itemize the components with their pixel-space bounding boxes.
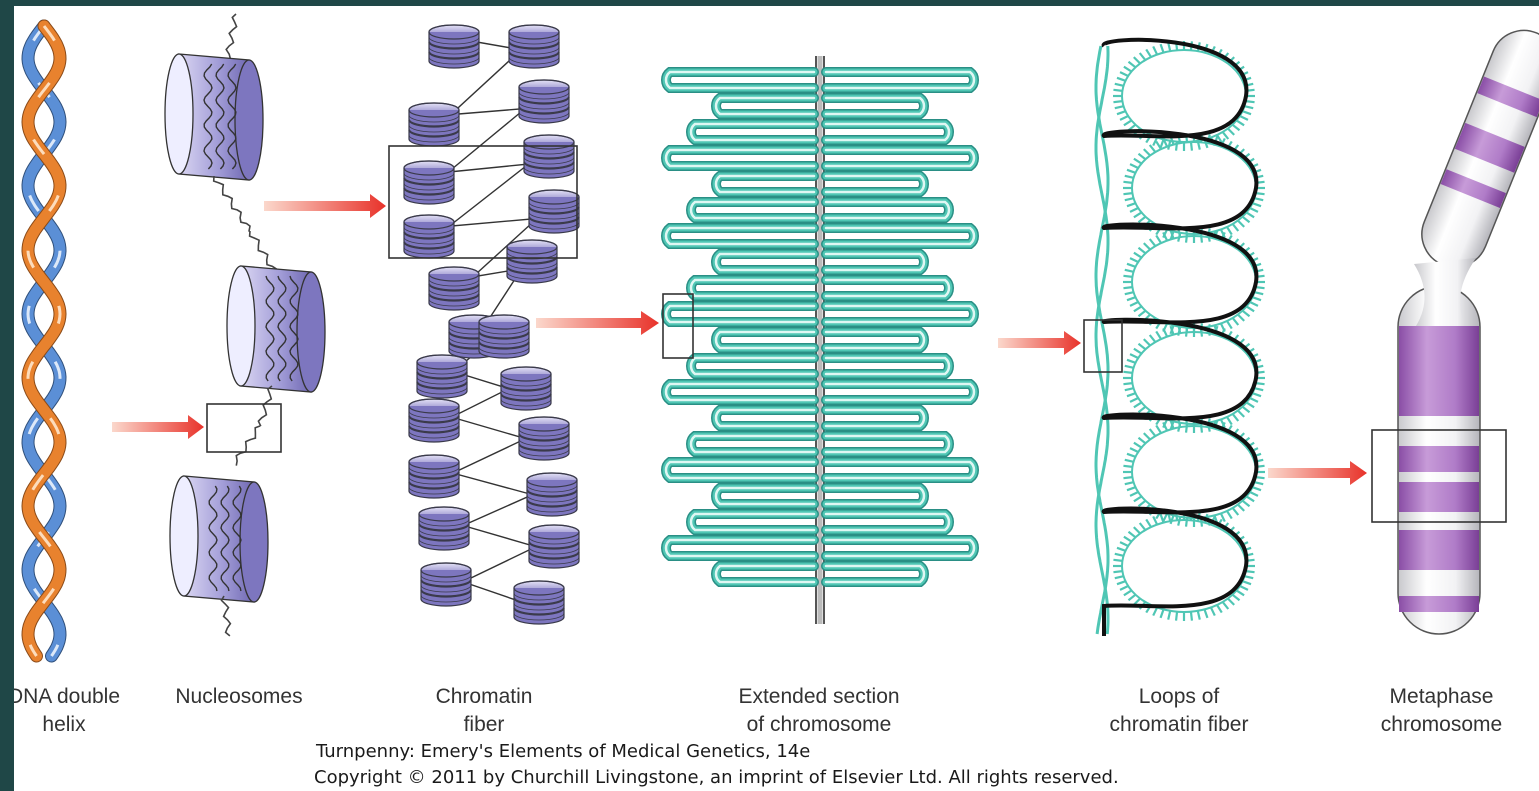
copyright-line: Copyright © 2011 by Churchill Livingston…	[314, 765, 1119, 791]
zoom-box-nucleosome-linker	[207, 404, 281, 452]
label-line: chromatin fiber	[1084, 711, 1274, 739]
label-line: helix	[14, 711, 122, 739]
label-line: fiber	[414, 711, 554, 739]
label-line: of chromosome	[719, 711, 919, 739]
arrow-icon	[1268, 461, 1367, 485]
label-line: Nucleosomes	[144, 683, 334, 711]
arrow-icon	[112, 415, 204, 439]
source-credit: Turnpenny: Emery's Elements of Medical G…	[316, 739, 1119, 791]
figure-panel: DNA double helix Nucleosomes Chromatin f…	[14, 6, 1539, 791]
chromosome-structure-diagram	[14, 6, 1539, 791]
label-line: DNA double	[14, 683, 122, 711]
arrow-icon	[536, 311, 659, 335]
metaphase-chromosome-illustration	[1398, 20, 1539, 634]
label-nucleosomes: Nucleosomes	[144, 683, 334, 711]
extended-chromosome-illustration	[666, 56, 974, 624]
label-dna-double-helix: DNA double helix	[14, 683, 122, 739]
label-line: chromosome	[1354, 711, 1529, 739]
dna-double-helix	[28, 26, 60, 656]
label-loops-of-chromatin-fiber: Loops of chromatin fiber	[1084, 683, 1274, 739]
arrow-icon	[264, 194, 386, 218]
label-line: Loops of	[1084, 683, 1274, 711]
label-line: Extended section	[719, 683, 919, 711]
label-extended-section: Extended section of chromosome	[719, 683, 919, 739]
label-metaphase-chromosome: Metaphase chromosome	[1354, 683, 1529, 739]
credit-line: Turnpenny: Emery's Elements of Medical G…	[316, 739, 1119, 765]
arrow-icon	[998, 331, 1081, 355]
label-line: Chromatin	[414, 683, 554, 711]
label-line: Metaphase	[1354, 683, 1529, 711]
nucleosomes-illustration	[165, 14, 325, 636]
label-chromatin-fiber: Chromatin fiber	[414, 683, 554, 739]
